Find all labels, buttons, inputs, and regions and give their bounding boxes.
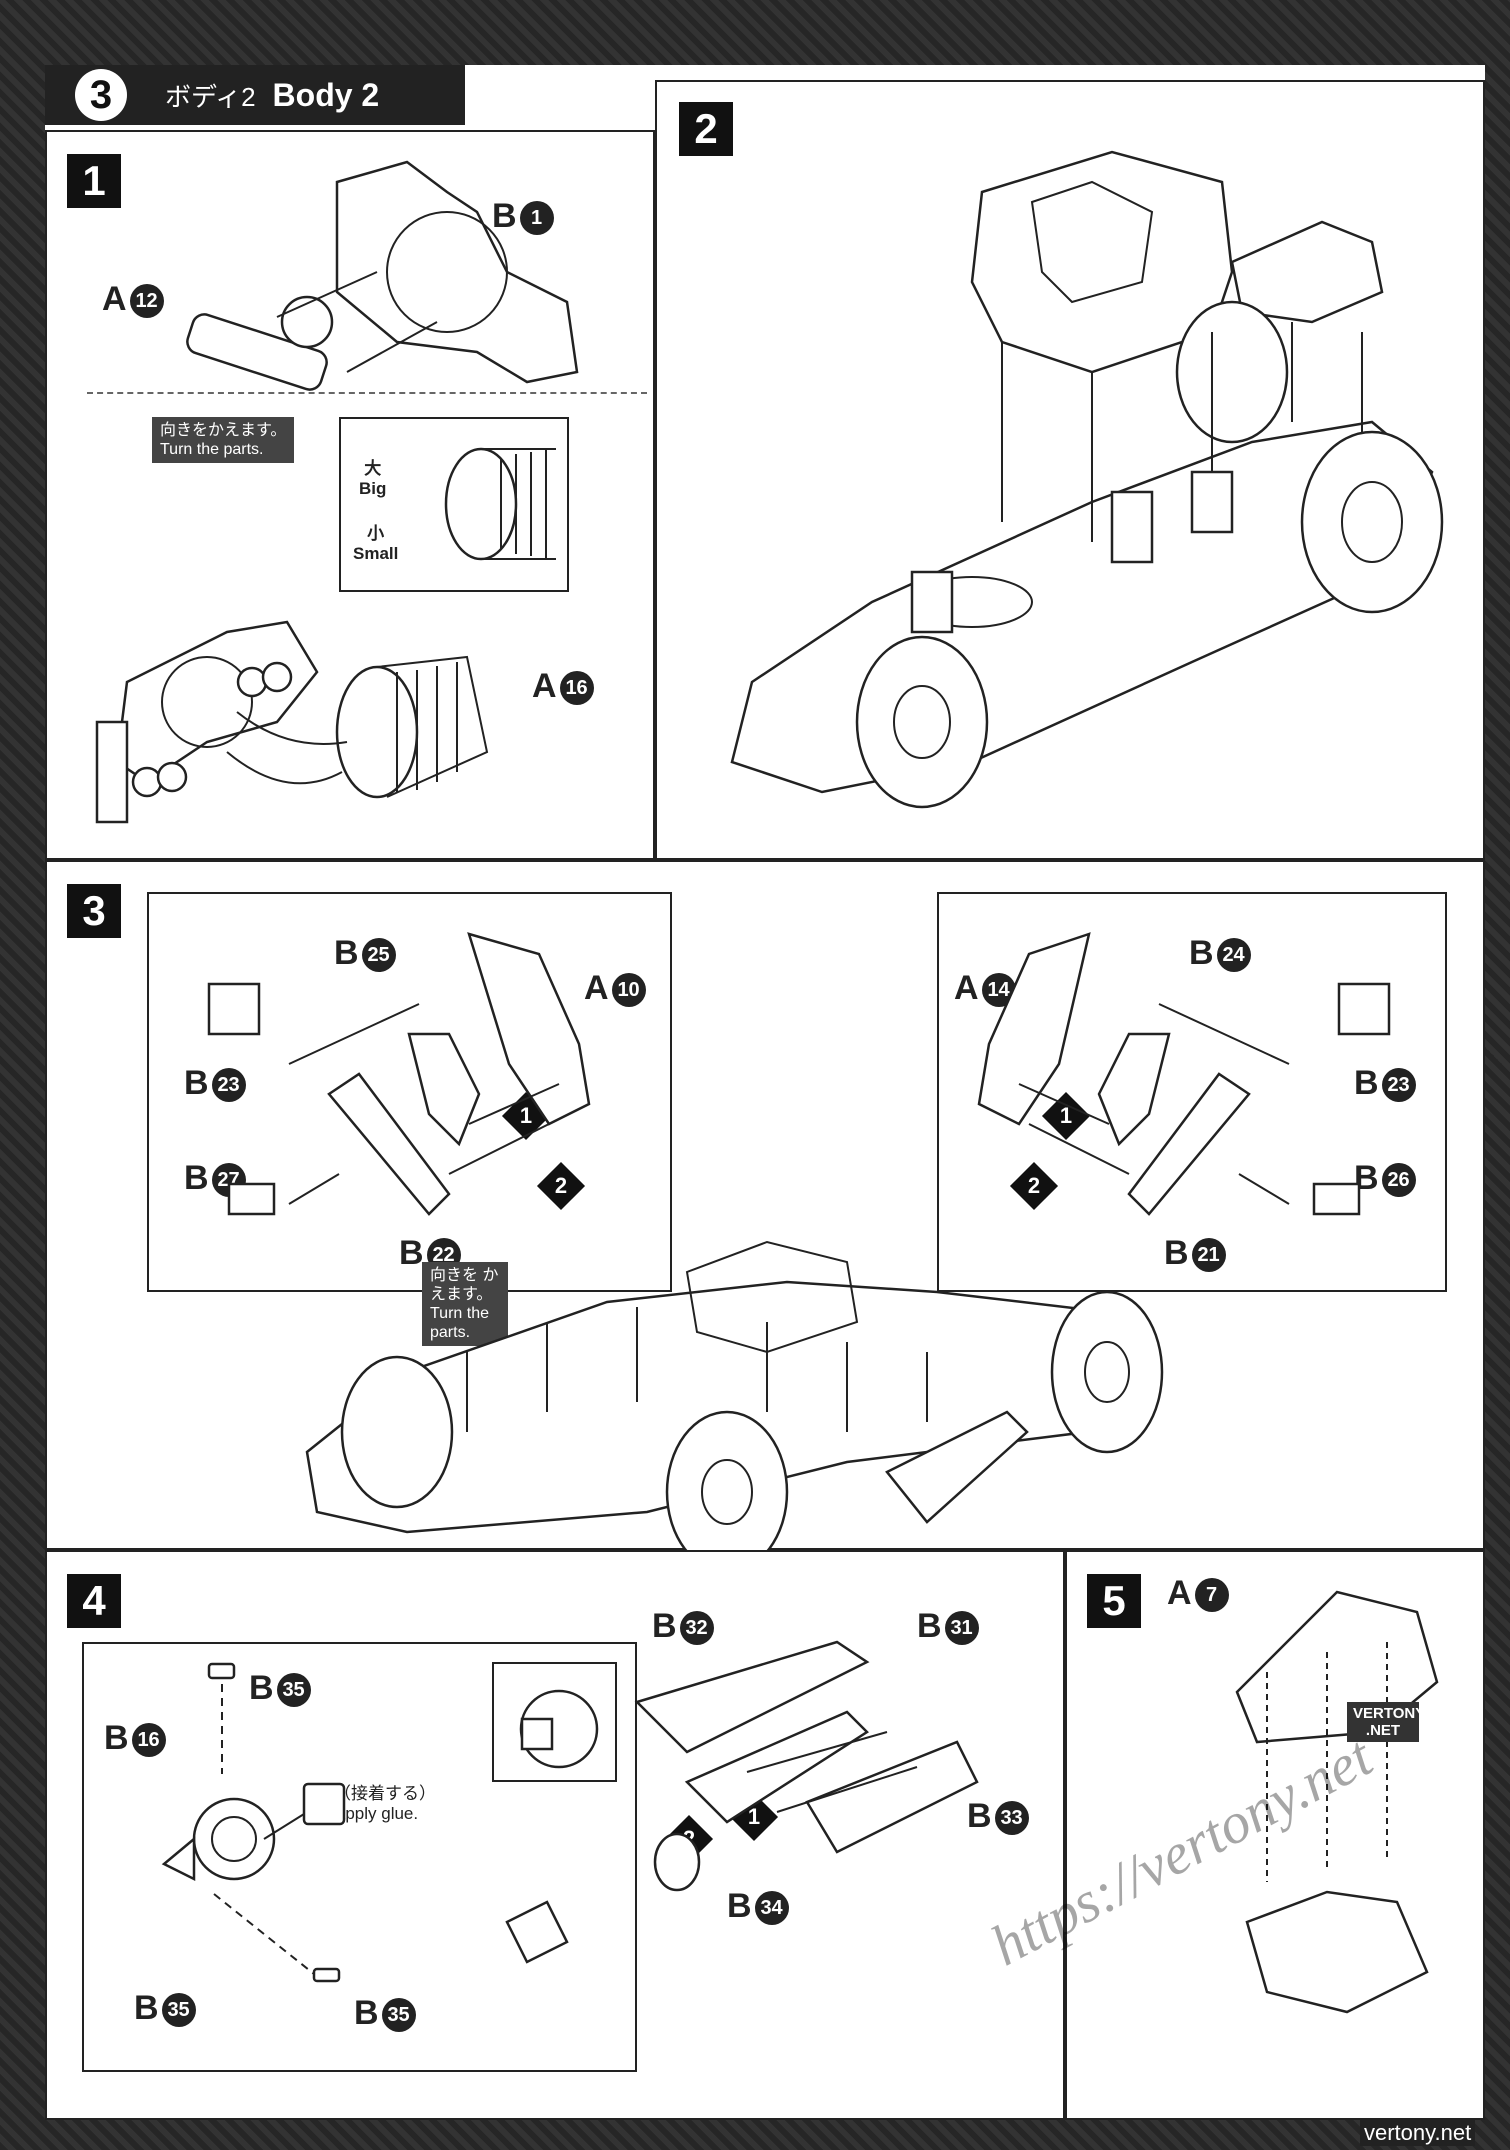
section-header: 3 ボディ2 Body 2 — [45, 65, 465, 125]
watermark-site: vertony.net — [1360, 2120, 1476, 2146]
apply-glue-note: （接着する） Apply glue. — [334, 1784, 436, 1824]
turn-parts-en-2: Turn the parts. — [430, 1305, 489, 1341]
step-4-assembly-drawing — [505, 1640, 979, 1964]
step-1-top-drawing — [186, 160, 579, 391]
section-number-badge: 3 — [75, 69, 127, 121]
turn-arrow — [87, 392, 647, 394]
apply-glue-jp: （接着する） — [334, 1784, 436, 1803]
inset-drawing — [519, 1689, 599, 1769]
turn-parts-en: Turn the parts. — [160, 441, 264, 458]
step-1-bottom-drawing — [95, 620, 489, 824]
step-3-right-drawing — [977, 932, 1391, 1216]
step-4-glue-drawing — [161, 1662, 346, 1983]
step-4-number: 4 — [67, 1574, 121, 1628]
step-3-number: 3 — [67, 884, 121, 938]
step-2-number: 2 — [679, 102, 733, 156]
turn-parts-jp: 向きをかえます。 — [160, 422, 287, 439]
turn-parts-jp-2: 向きを かえます。 — [430, 1267, 499, 1303]
step-2-panel: 2 — [655, 80, 1485, 860]
step-3-chassis-drawing — [305, 1240, 1164, 1574]
step-3-left-drawing — [207, 932, 591, 1216]
step-5-number: 5 — [1087, 1574, 1141, 1628]
turn-parts-note-2: 向きを かえます。 Turn the parts. — [422, 1262, 508, 1346]
apply-glue-en: Apply glue. — [334, 1804, 419, 1823]
vertony-logo: VERTONY .NET — [1347, 1702, 1425, 1742]
step-4-inset — [492, 1662, 617, 1782]
ring-detail-drawing — [444, 447, 556, 561]
step-1-number: 1 — [67, 154, 121, 208]
section-title-en: Body 2 — [272, 77, 380, 113]
section-title-jp: ボディ2 — [165, 82, 256, 112]
turn-parts-note-1: 向きをかえます。 Turn the parts. — [152, 417, 295, 463]
section-title: ボディ2 Body 2 — [165, 77, 379, 114]
step-2-chassis-drawing — [730, 150, 1444, 809]
